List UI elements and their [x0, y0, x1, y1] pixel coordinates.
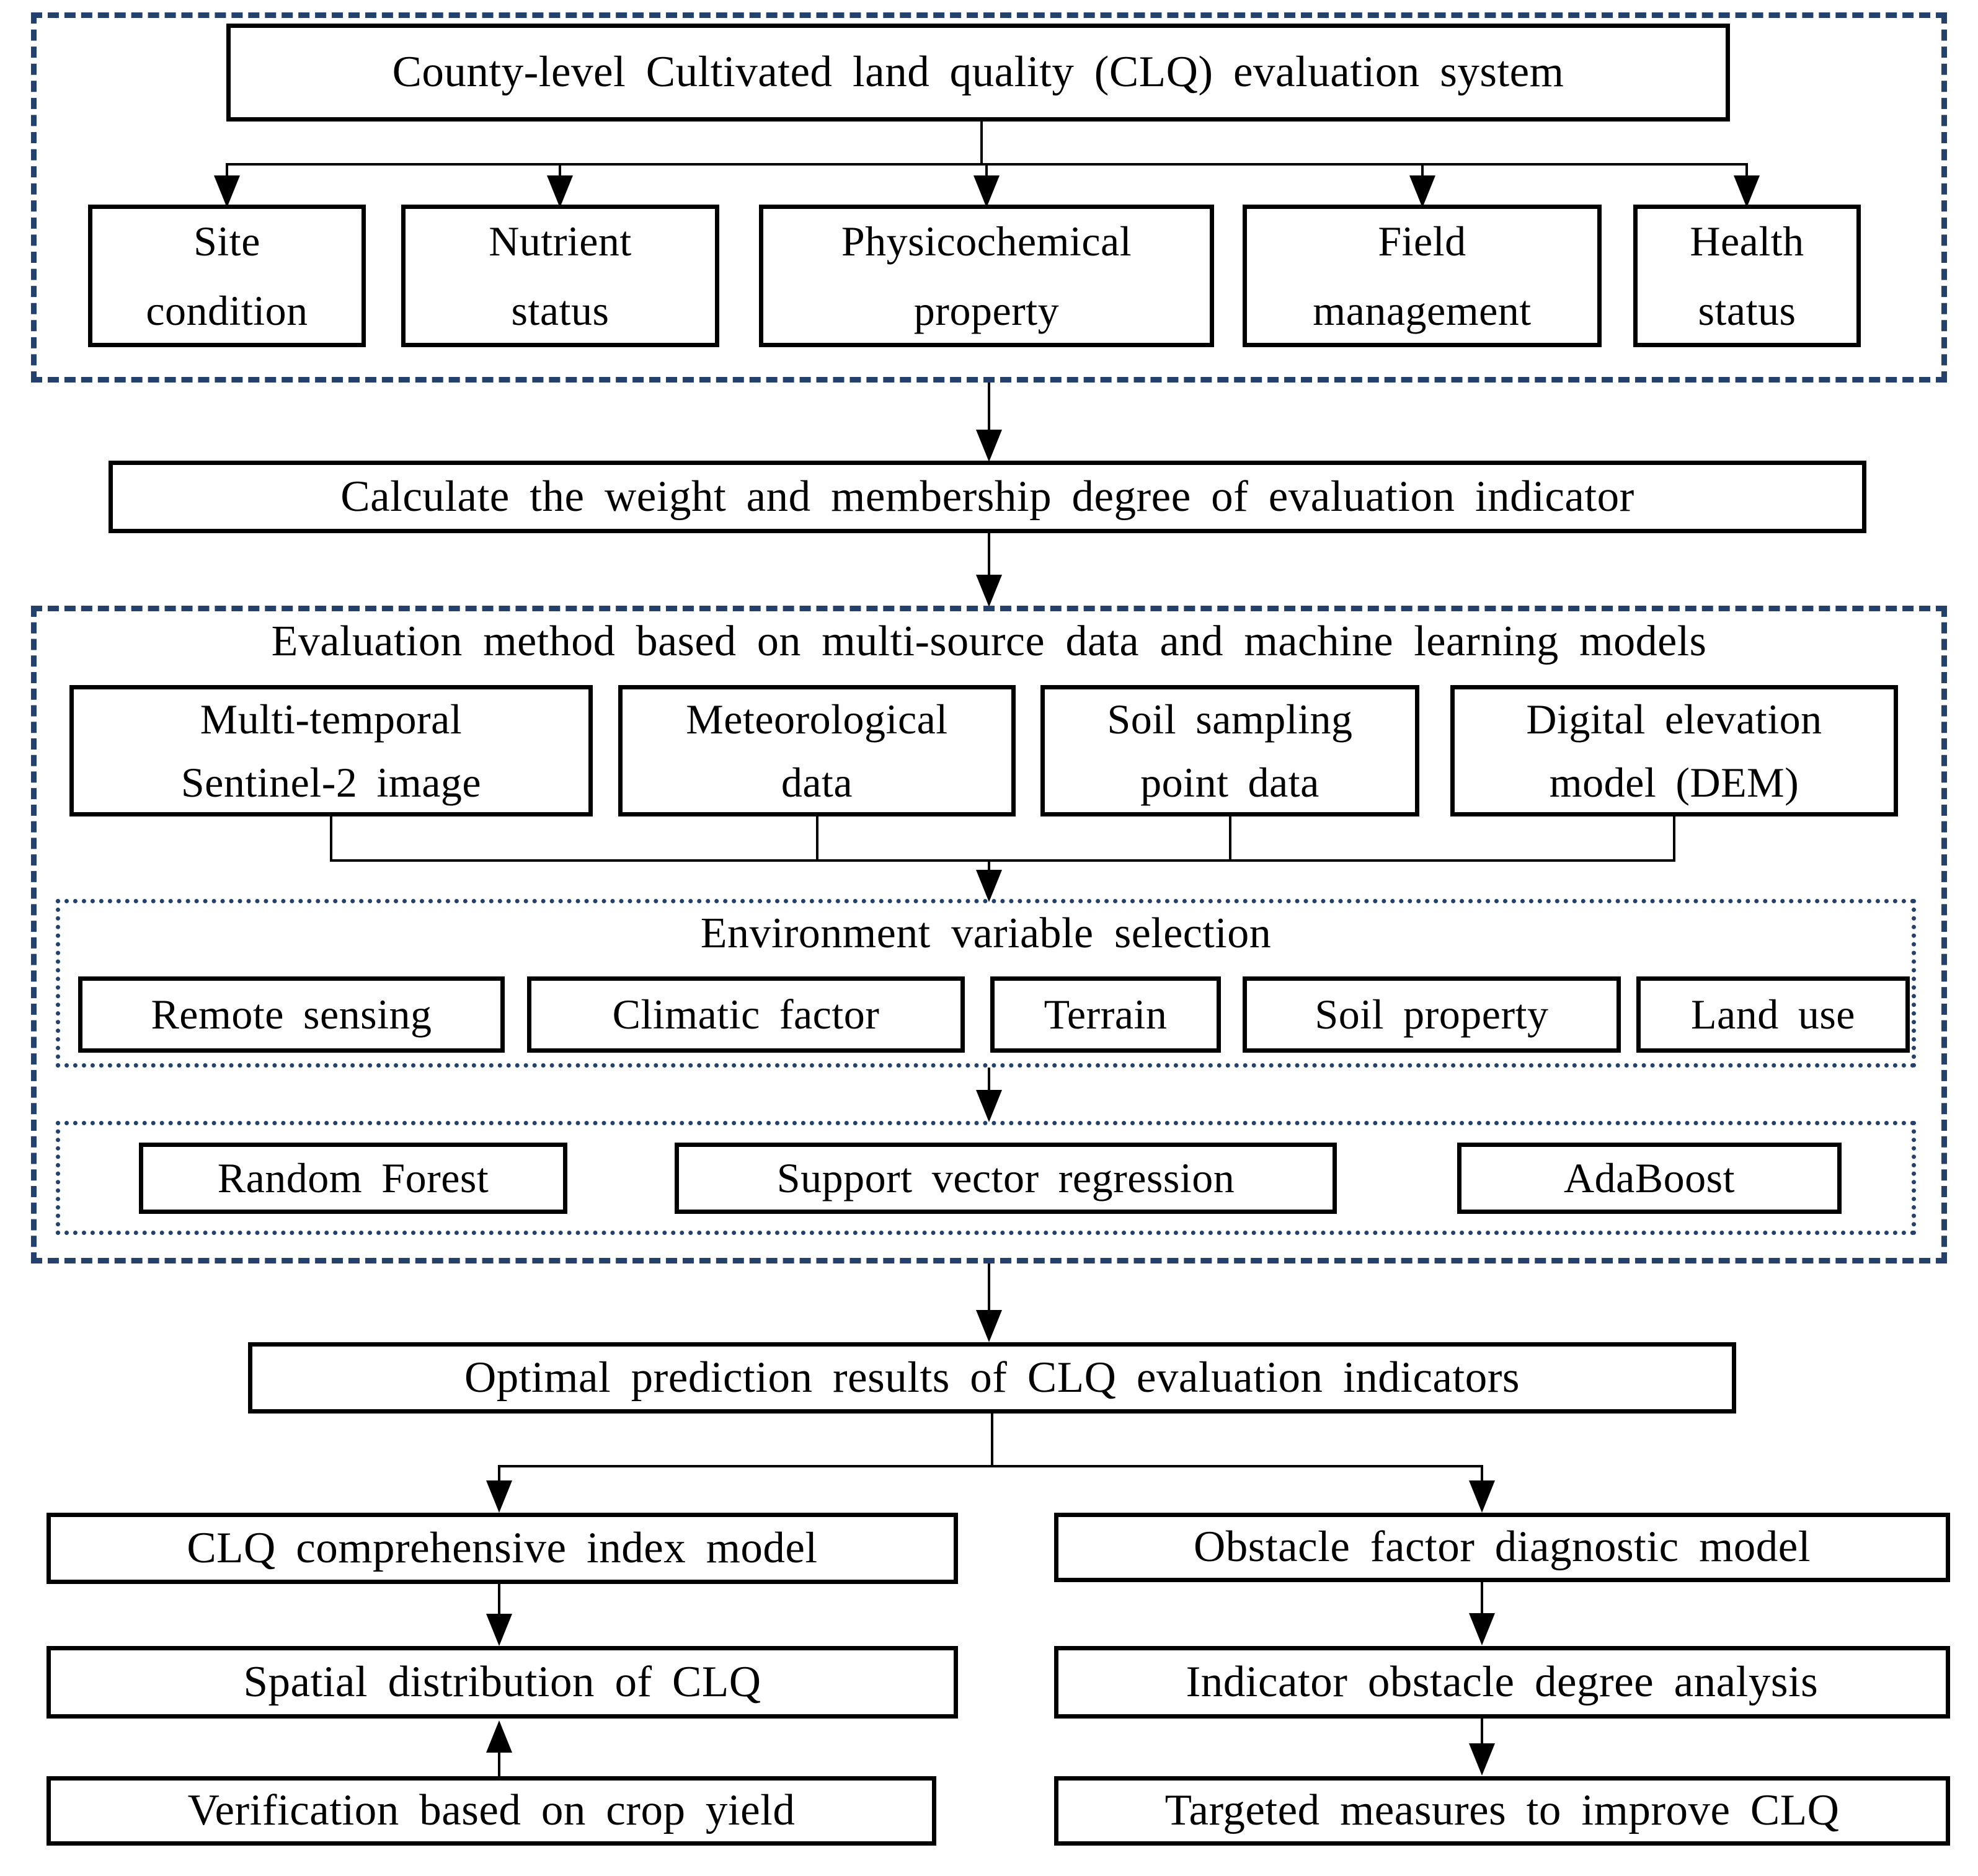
branch-drop-right — [1481, 1465, 1483, 1484]
box-random-forest: Random Forest — [139, 1143, 567, 1214]
stub-dem — [1673, 816, 1675, 862]
box-sentinel2-image: Multi-temporal Sentinel-2 image — [69, 685, 593, 816]
branch-drop-left — [498, 1465, 500, 1484]
connector-method-to-optimal — [988, 1263, 990, 1313]
arrowhead-site — [214, 175, 240, 208]
box-indicator-obstacle-analysis: Indicator obstacle degree analysis — [1054, 1646, 1950, 1719]
arrowhead-measures — [1469, 1743, 1495, 1776]
arrowhead-models — [976, 1090, 1002, 1122]
box-terrain: Terrain — [990, 976, 1221, 1053]
connector-calculate-to-method — [988, 533, 990, 580]
connector-verification-to-spatial — [498, 1747, 500, 1776]
arrowhead-envselection — [976, 870, 1002, 902]
connector-drop-site — [226, 163, 228, 183]
box-spatial-distribution: Spatial distribution of CLQ — [47, 1646, 958, 1719]
box-calculate-weight: Calculate the weight and membership degr… — [109, 461, 1866, 533]
environment-selection-title: Environment variable selection — [700, 909, 1272, 957]
box-obstacle-diagnostic-model: Obstacle factor diagnostic model — [1054, 1513, 1950, 1582]
box-physicochemical-property: Physicochemical property — [759, 205, 1214, 347]
evaluation-system-title-box: County-level Cultivated land quality (CL… — [226, 24, 1730, 122]
stub-meteorological — [816, 816, 818, 862]
method-heading: Evaluation method based on multi-source … — [271, 617, 1707, 665]
stub-soil-sampling — [1229, 816, 1231, 862]
arrowhead-health — [1734, 175, 1760, 208]
box-clq-index-model: CLQ comprehensive index model — [47, 1513, 958, 1584]
connector-obstacle-to-indicator — [1481, 1582, 1483, 1619]
box-meteorological-data: Meteorological data — [618, 685, 1016, 816]
arrowhead-field — [1409, 175, 1435, 208]
arrowhead-obstacle-model — [1469, 1480, 1495, 1513]
connector-drop-physico — [985, 163, 988, 183]
box-land-use: Land use — [1636, 976, 1910, 1053]
connector-drop-nutrient — [559, 163, 561, 183]
method-region — [31, 606, 1947, 1263]
box-verification-crop-yield: Verification based on crop yield — [47, 1776, 936, 1846]
arrowhead-indicator — [1469, 1613, 1495, 1645]
models-region — [56, 1121, 1916, 1235]
branch-bar-bottom — [498, 1465, 1483, 1467]
connector-clq-to-spatial — [498, 1584, 500, 1621]
box-soil-sampling-data: Soil sampling point data — [1040, 685, 1419, 816]
box-targeted-measures: Targeted measures to improve CLQ — [1054, 1776, 1950, 1846]
arrowhead-optimal — [976, 1310, 1002, 1342]
arrowhead-spatial — [486, 1614, 512, 1646]
box-site-condition: Site condition — [88, 205, 366, 347]
connector-indicator-to-measures — [1481, 1719, 1483, 1750]
box-dem: Digital elevation model (DEM) — [1450, 685, 1898, 816]
connector-drop-field — [1421, 163, 1424, 183]
connector-env-to-models — [988, 1068, 990, 1095]
arrowhead-clq-index — [486, 1480, 512, 1513]
collector-bar-datasources — [330, 859, 1675, 862]
box-nutrient-status: Nutrient status — [401, 205, 719, 347]
box-climatic-factor: Climatic factor — [527, 976, 965, 1053]
box-field-management: Field management — [1243, 205, 1602, 347]
environment-selection-region — [56, 899, 1916, 1068]
box-adaboost: AdaBoost — [1457, 1143, 1842, 1214]
connector-drop-health — [1745, 163, 1748, 183]
box-optimal-prediction: Optimal prediction results of CLQ evalua… — [248, 1342, 1736, 1414]
connector-title-drop — [980, 120, 983, 164]
connector-system-to-calculate — [988, 383, 990, 435]
box-remote-sensing: Remote sensing — [78, 976, 505, 1053]
arrowhead-method — [976, 575, 1002, 607]
box-soil-property: Soil property — [1243, 976, 1621, 1053]
arrowhead-physico — [973, 175, 1000, 208]
arrowhead-calculate — [976, 430, 1002, 462]
evaluation-system-region — [31, 12, 1947, 383]
arrowhead-nutrient — [547, 175, 573, 208]
box-health-status: Health status — [1633, 205, 1861, 347]
connector-optimal-drop — [991, 1414, 993, 1467]
stub-sentinel2 — [330, 816, 332, 862]
box-support-vector-regression: Support vector regression — [675, 1143, 1337, 1214]
